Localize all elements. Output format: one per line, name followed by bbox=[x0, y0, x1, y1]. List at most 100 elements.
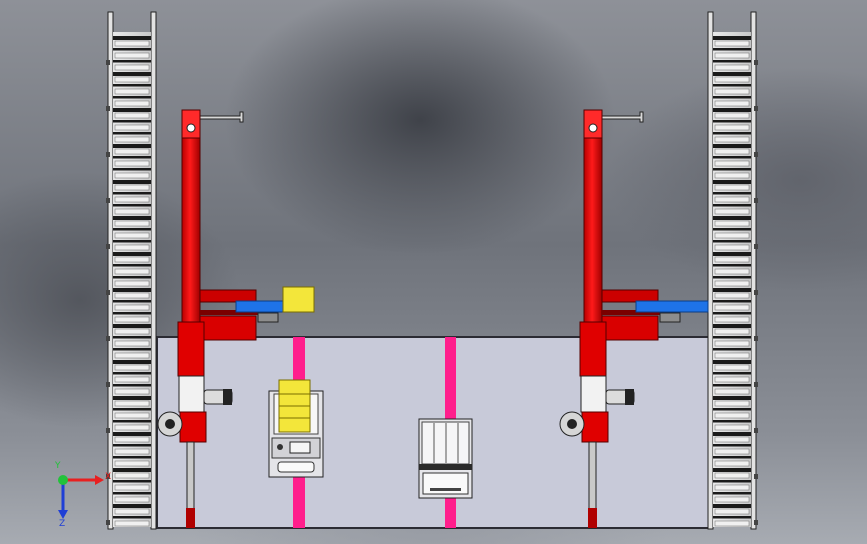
rack-shelf-slat bbox=[113, 420, 151, 423]
lower-column-right bbox=[579, 321, 607, 377]
rack-bin bbox=[714, 460, 750, 467]
rack-bin bbox=[714, 196, 750, 203]
wheel-hub-right bbox=[567, 419, 577, 429]
rack-bin bbox=[714, 520, 750, 527]
rack-shelf-slat bbox=[113, 252, 151, 256]
rack-bolt bbox=[106, 152, 110, 157]
dispenser-screen bbox=[289, 441, 311, 454]
carriage-rail-right bbox=[602, 310, 662, 315]
rack-bin bbox=[114, 304, 150, 311]
enclosure-cabinet bbox=[418, 418, 473, 499]
rack-bin bbox=[114, 136, 150, 143]
rack-shelf-slat bbox=[113, 132, 151, 135]
stacker-crane-right bbox=[559, 109, 709, 529]
axis-label-y: Y bbox=[55, 461, 61, 471]
rack-shelf-slat bbox=[713, 384, 751, 387]
rack-shelf-slat bbox=[713, 96, 751, 99]
rack-bin bbox=[114, 376, 150, 383]
rack-bin bbox=[714, 280, 750, 287]
rack-shelf-slat bbox=[113, 408, 151, 411]
dispenser-button-icon bbox=[277, 444, 283, 450]
mast-pulley-icon bbox=[186, 123, 196, 133]
rack-shelf-slat bbox=[713, 300, 751, 303]
rack-shelf-slat bbox=[713, 240, 751, 243]
rack-bin bbox=[114, 328, 150, 335]
carriage-clamp-left bbox=[257, 312, 279, 323]
rack-shelf-slat bbox=[113, 144, 151, 148]
carriage-rail-left bbox=[200, 310, 260, 315]
rack-shelf-slat bbox=[113, 348, 151, 351]
rack-bin bbox=[114, 40, 150, 47]
rack-shelf-slat bbox=[113, 48, 151, 51]
rack-shelf-slat bbox=[113, 504, 151, 508]
rack-bolt bbox=[754, 290, 758, 295]
rack-shelf-slat bbox=[113, 396, 151, 400]
rack-bin bbox=[114, 364, 150, 371]
rack-shelf-slat bbox=[113, 372, 151, 375]
rack-bolt bbox=[106, 198, 110, 203]
rack-shelf-slat bbox=[113, 96, 151, 99]
rack-bolt bbox=[754, 106, 758, 111]
rack-bin bbox=[114, 232, 150, 239]
storage-rack-left bbox=[106, 11, 157, 530]
motor-cap-right bbox=[625, 389, 634, 405]
motor-housing-left bbox=[178, 375, 205, 413]
rack-shelf-slat bbox=[113, 432, 151, 436]
rack-bin bbox=[114, 472, 150, 479]
rack-bin bbox=[114, 112, 150, 119]
rack-bin bbox=[114, 412, 150, 419]
rack-bolt bbox=[754, 520, 758, 525]
rack-shelf-slat bbox=[713, 120, 751, 123]
rack-bin bbox=[114, 520, 150, 527]
rack-bin bbox=[114, 292, 150, 299]
rack-shelf-slat bbox=[113, 228, 151, 231]
rack-shelf-slat bbox=[113, 240, 151, 243]
rack-bin bbox=[114, 268, 150, 275]
rack-shelf-slat bbox=[113, 384, 151, 387]
cabinet-handle bbox=[430, 488, 461, 491]
carriage-front-left bbox=[199, 315, 257, 341]
rack-shelf-slat bbox=[713, 408, 751, 411]
lower-column-left bbox=[177, 321, 205, 377]
rack-upright bbox=[707, 11, 714, 530]
mast-pulley-icon bbox=[588, 123, 598, 133]
rack-bin bbox=[714, 400, 750, 407]
rack-bin bbox=[114, 208, 150, 215]
rack-shelf-slat bbox=[113, 456, 151, 459]
rack-bin bbox=[714, 424, 750, 431]
fork-arm-right bbox=[635, 300, 709, 313]
rack-shelf-slat bbox=[113, 288, 151, 292]
rack-shelf-slat bbox=[713, 228, 751, 231]
rack-bin bbox=[114, 64, 150, 71]
triad-origin bbox=[58, 475, 68, 485]
rack-bin bbox=[714, 484, 750, 491]
rack-bin bbox=[114, 388, 150, 395]
rack-bin bbox=[114, 484, 150, 491]
rack-shelf-slat bbox=[713, 432, 751, 436]
wheel-hub-left bbox=[165, 419, 175, 429]
rack-bin bbox=[114, 316, 150, 323]
rack-shelf-slat bbox=[113, 60, 151, 63]
rack-bin bbox=[714, 100, 750, 107]
cabinet-band bbox=[419, 464, 472, 470]
rack-bin bbox=[114, 196, 150, 203]
rack-shelf-slat bbox=[113, 492, 151, 495]
rack-shelf-slat bbox=[713, 492, 751, 495]
carriage-back-left bbox=[199, 289, 257, 303]
rack-bolt bbox=[754, 428, 758, 433]
rack-shelf-slat bbox=[713, 276, 751, 279]
rack-bolt bbox=[106, 244, 110, 249]
rack-bin bbox=[714, 364, 750, 371]
rack-bin bbox=[114, 280, 150, 287]
rack-bin bbox=[114, 172, 150, 179]
rack-bin bbox=[114, 244, 150, 251]
rack-bin bbox=[114, 508, 150, 515]
axis-label-z: Z bbox=[59, 519, 66, 529]
rack-shelf-slat bbox=[713, 444, 751, 447]
rack-bin bbox=[714, 232, 750, 239]
rack-shelf-slat bbox=[713, 108, 751, 112]
rack-bolt bbox=[754, 152, 758, 157]
rack-shelf-slat bbox=[113, 72, 151, 76]
rack-shelf-slat bbox=[713, 144, 751, 148]
carried-box-left bbox=[282, 286, 315, 313]
